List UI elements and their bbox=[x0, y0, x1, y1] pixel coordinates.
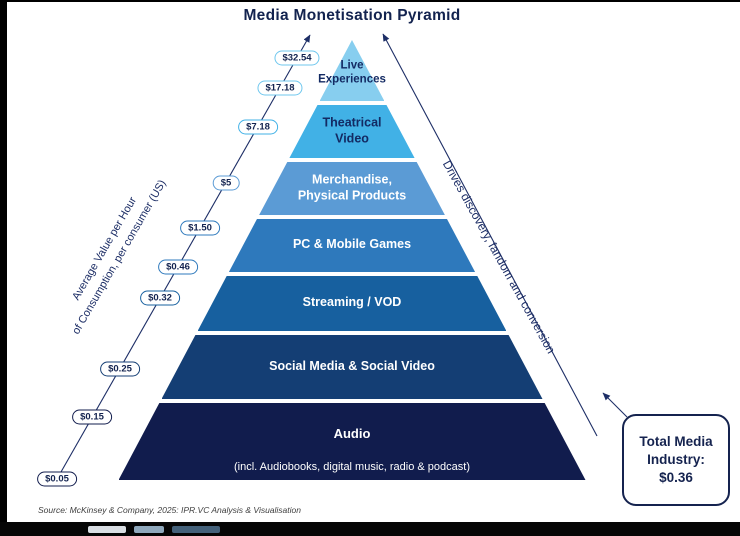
tier-label-social-media: Social Media & Social Video bbox=[269, 359, 435, 374]
value-pill: $0.46 bbox=[158, 259, 198, 275]
value-pill: $0.15 bbox=[72, 409, 112, 425]
value-pill: $7.18 bbox=[238, 119, 278, 135]
tier-label-audio-sub: (incl. Audiobooks, digital music, radio … bbox=[233, 460, 471, 473]
value-pill: $0.32 bbox=[140, 290, 180, 306]
value-pill: $5 bbox=[212, 175, 240, 191]
bottom-bar-item[interactable] bbox=[88, 526, 126, 533]
total-media-industry-box: Total Media Industry: $0.36 bbox=[622, 414, 730, 506]
pyramid-tier-social-media bbox=[161, 335, 543, 399]
pyramid-tier-merchandise bbox=[259, 162, 445, 215]
tier-label-pc-mobile-games: PC & Mobile Games bbox=[292, 237, 412, 252]
pyramid-tier-streaming-vod bbox=[197, 276, 507, 331]
pyramid-tier-pc-mobile-games bbox=[228, 219, 476, 272]
bottom-bar-item[interactable] bbox=[134, 526, 164, 533]
value-pill: $0.05 bbox=[37, 471, 77, 487]
tier-label-streaming-vod: Streaming / VOD bbox=[302, 295, 402, 310]
tier-label-live-experiences: Live Experiences bbox=[318, 59, 386, 86]
value-pill: $1.50 bbox=[180, 220, 220, 236]
frame-top bbox=[0, 0, 740, 2]
frame-left bbox=[0, 0, 7, 536]
bottom-bar-item[interactable] bbox=[172, 526, 220, 533]
value-pill: $17.18 bbox=[257, 80, 303, 96]
growth-arrow bbox=[382, 33, 598, 437]
value-pill: $32.54 bbox=[274, 50, 320, 66]
tier-label-theatrical-video: Theatrical Video bbox=[322, 115, 382, 145]
pyramid-tier-audio bbox=[118, 403, 586, 480]
total-connector-arrow bbox=[602, 392, 628, 418]
tier-label-audio-main: Audio bbox=[333, 425, 371, 441]
tier-label-merchandise: Merchandise, Physical Products bbox=[297, 172, 407, 202]
tier-label-audio: Audio (incl. Audiobooks, digital music, … bbox=[234, 410, 470, 490]
page-title: Media Monetisation Pyramid bbox=[243, 7, 461, 24]
value-pill: $0.25 bbox=[100, 361, 140, 377]
bottom-bar bbox=[0, 522, 740, 536]
value-axis-line bbox=[56, 34, 311, 480]
source-note: Source: McKinsey & Company, 2025: IPR.VC… bbox=[38, 505, 301, 515]
